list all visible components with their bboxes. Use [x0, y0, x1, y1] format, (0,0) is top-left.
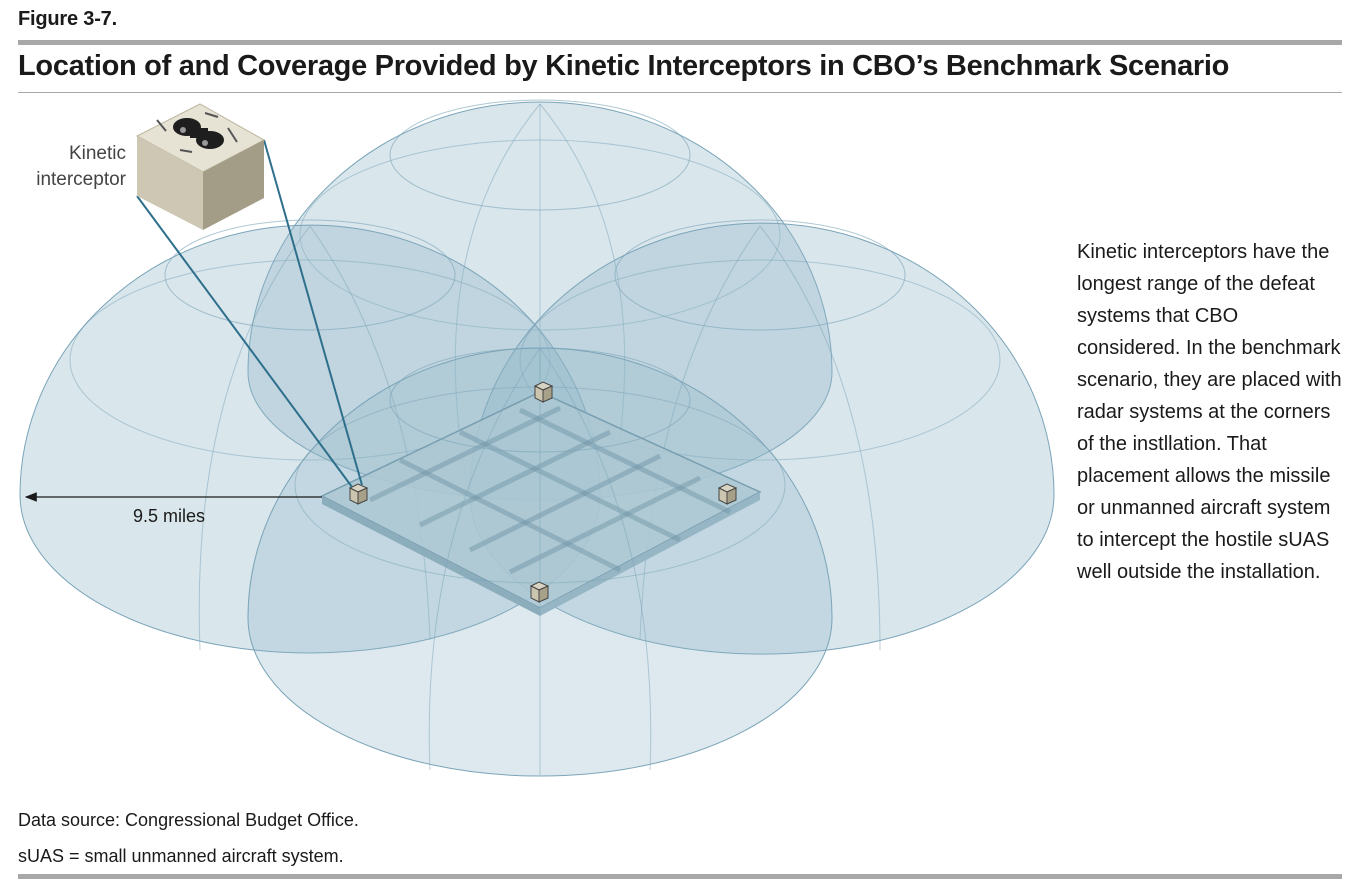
leader-line-right	[263, 139, 363, 486]
figure-label: Figure 3-7.	[18, 8, 117, 30]
range-label: 9.5 miles	[133, 506, 206, 526]
drone-icon	[156, 112, 238, 153]
callout-label-line2: interceptor	[36, 169, 126, 190]
callout-label-line1: Kinetic	[68, 143, 126, 164]
leader-line-left	[136, 195, 353, 488]
data-source-note: Data source: Congressional Budget Office…	[18, 810, 359, 830]
interceptor-north	[533, 381, 554, 403]
figure-title: Location of and Coverage Provided by Kin…	[18, 50, 1230, 82]
interceptor-south	[529, 581, 550, 603]
interceptor-callout-label: Kinetic interceptor	[20, 141, 126, 193]
bottom-rule	[18, 874, 1342, 879]
title-rule	[18, 92, 1342, 93]
interceptor-callout-box	[135, 103, 266, 230]
interceptor-east	[717, 483, 738, 505]
abbreviation-note: sUAS = small unmanned aircraft system.	[18, 846, 344, 866]
coverage-diagram: Kinetic interceptor 9.5 miles	[0, 94, 1060, 794]
description-text: Kinetic interceptors have the longest ra…	[1077, 241, 1342, 583]
top-rule	[18, 40, 1342, 45]
interceptor-west	[348, 483, 369, 505]
installation-base	[320, 391, 762, 616]
